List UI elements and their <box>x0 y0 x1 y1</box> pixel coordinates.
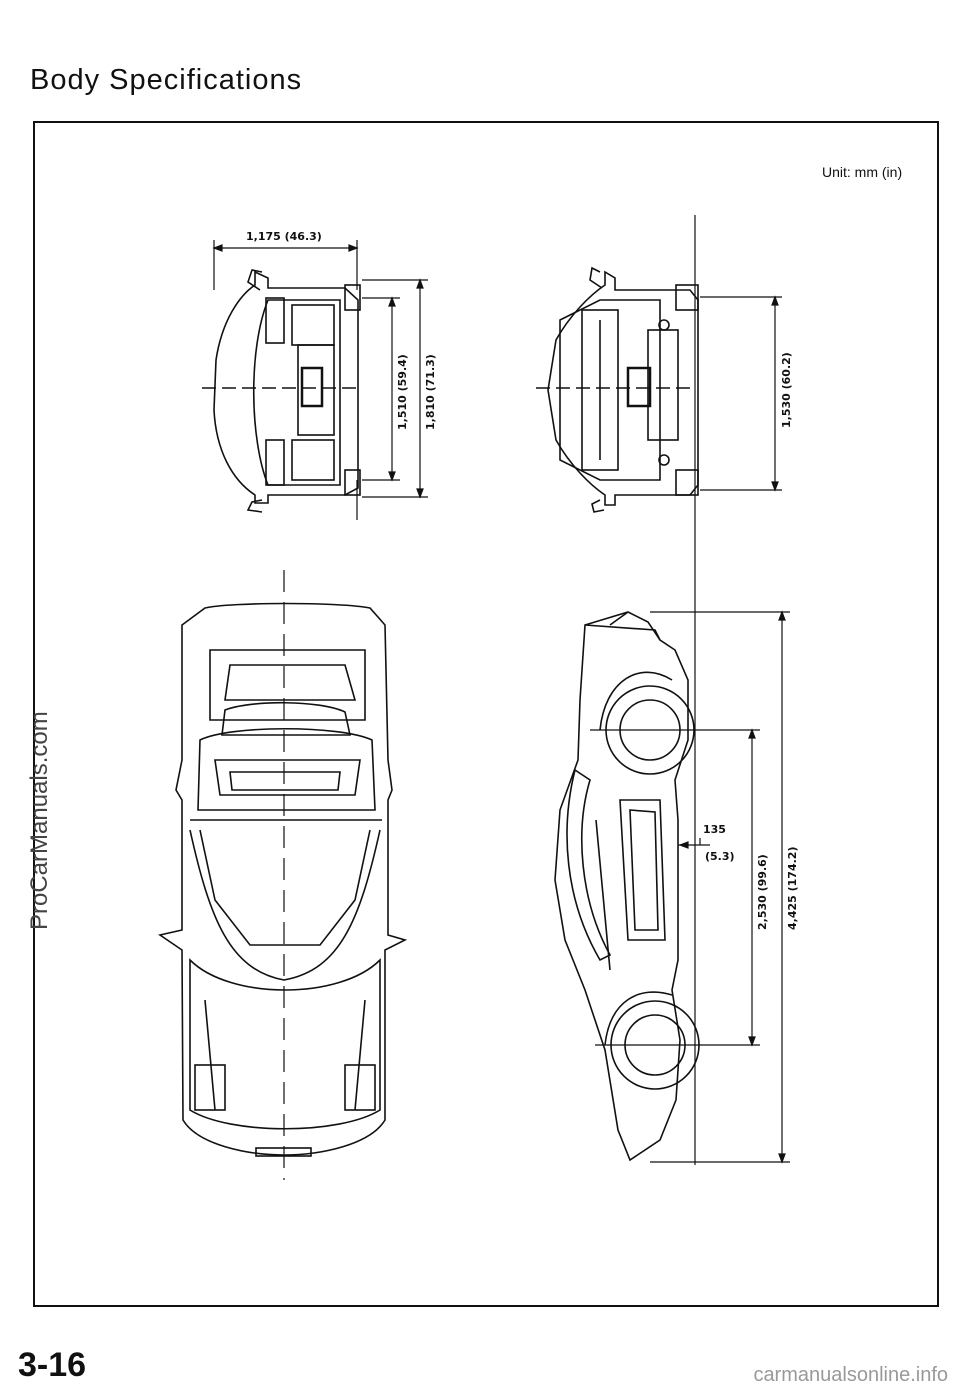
front-view <box>202 269 362 513</box>
rear-view <box>536 266 699 513</box>
dim-front-track: 1,175 (46.3) <box>246 230 322 243</box>
dim-overall-height: 1,530 (60.2) <box>780 352 793 428</box>
page-number: 3-16 <box>18 1346 87 1384</box>
footer-site: carmanualsonline.info <box>753 1364 948 1386</box>
dim-overall-width: 1,810 (71.3) <box>424 354 437 430</box>
unit-label: Unit: mm (in) <box>822 164 903 180</box>
diagram-frame <box>33 121 939 1307</box>
rear-view-dimensions <box>700 295 782 492</box>
dim-wheelbase: 2,530 (99.6) <box>756 854 769 930</box>
dim-ground-clearance-mm: 135 <box>703 823 726 836</box>
page-title: Body Specifications <box>30 64 303 96</box>
side-view <box>554 611 760 1162</box>
side-view-dimensions <box>650 610 790 1164</box>
dim-overall-length: 4,425 (174.2) <box>786 847 799 930</box>
front-view-dimensions <box>212 240 428 520</box>
top-view <box>158 570 408 1180</box>
dim-ground-clearance-in: (5.3) <box>705 850 735 863</box>
dim-rear-track: 1,510 (59.4) <box>396 354 409 430</box>
